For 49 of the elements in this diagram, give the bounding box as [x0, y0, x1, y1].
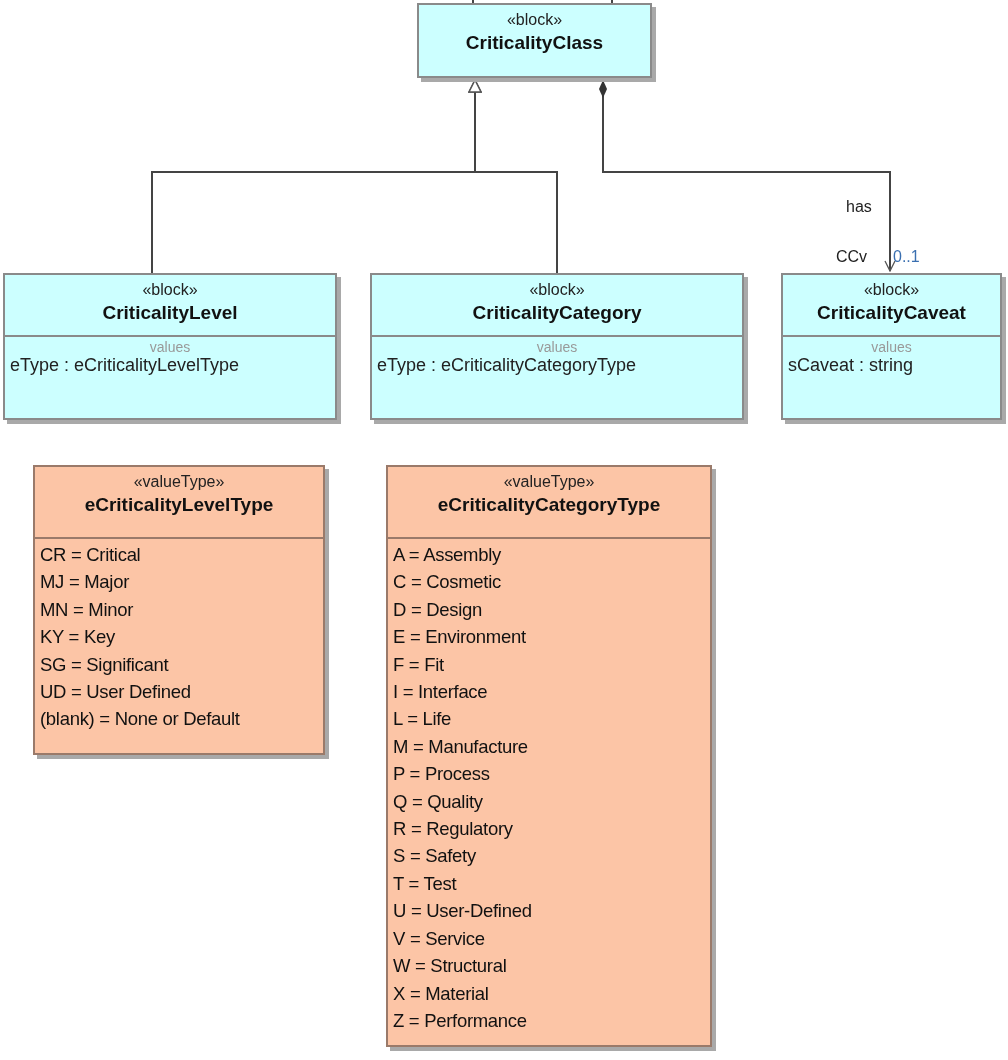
attribute: sCaveat : string	[788, 355, 915, 376]
enum-literal: X = Material	[393, 981, 490, 1006]
enum-literal: R = Regulatory	[393, 817, 514, 842]
compartment-heading: values	[870, 339, 913, 355]
enum-literal: (blank) = None or Default	[40, 707, 241, 732]
attribute: eType : eCriticalityLevelType	[10, 355, 241, 376]
block-name: CriticalityClass	[465, 32, 604, 54]
block-name: CriticalityCategory	[472, 302, 642, 324]
stereotype: «block»	[863, 281, 920, 299]
stereotype: «valueType»	[133, 473, 225, 491]
stereotype: «block»	[529, 281, 585, 299]
enum-literal: MN = Minor	[40, 597, 135, 622]
block-name: CriticalityLevel	[102, 302, 238, 324]
enum-literal: M = Manufacture	[393, 734, 529, 759]
cut-connector	[611, 0, 613, 4]
cut-connector	[472, 0, 474, 4]
enum-literal: MJ = Major	[40, 570, 130, 595]
connector	[599, 79, 896, 272]
enum-literal: W = Structural	[393, 954, 508, 979]
enum-literal: Z = Performance	[393, 1008, 528, 1033]
enum-literal: Q = Quality	[393, 789, 484, 814]
block-name: eCriticalityCategoryType	[437, 494, 661, 516]
stereotype: «block»	[142, 281, 198, 299]
enum-literal: U = User-Defined	[393, 899, 533, 924]
enum-literal: L = Life	[393, 707, 453, 732]
block-name: CriticalityCaveat	[817, 302, 966, 324]
enum-literal: CR = Critical	[40, 543, 142, 567]
enum-literal: P = Process	[393, 762, 491, 787]
enum-literal: I = Interface	[393, 680, 489, 705]
enum-literal: D = Design	[393, 597, 484, 622]
compartment-heading: values	[535, 339, 579, 355]
enum-literal: E = Environment	[393, 625, 527, 650]
enum-literal: KY = Key	[40, 625, 116, 650]
stereotype: «valueType»	[503, 473, 595, 491]
role-name: CCv	[836, 248, 868, 266]
stereotype: «block»	[506, 11, 563, 29]
enum-literal: A = Assembly	[393, 543, 502, 567]
compartment-heading: values	[148, 339, 192, 355]
enum-literal: SG = Significant	[40, 652, 170, 677]
enum-literal: S = Safety	[393, 844, 477, 869]
attribute: eType : eCriticalityCategoryType	[377, 355, 638, 376]
enum-literal: C = Cosmetic	[393, 570, 502, 595]
enum-literal: T = Test	[393, 871, 458, 896]
block-name: eCriticalityLevelType	[84, 494, 274, 516]
enum-literal: F = Fit	[393, 652, 445, 677]
multiplicity-label: 0..1	[893, 248, 920, 266]
connector	[468, 79, 558, 274]
enum-literal: UD = User Defined	[40, 680, 192, 705]
enum-literal: V = Service	[393, 926, 486, 951]
